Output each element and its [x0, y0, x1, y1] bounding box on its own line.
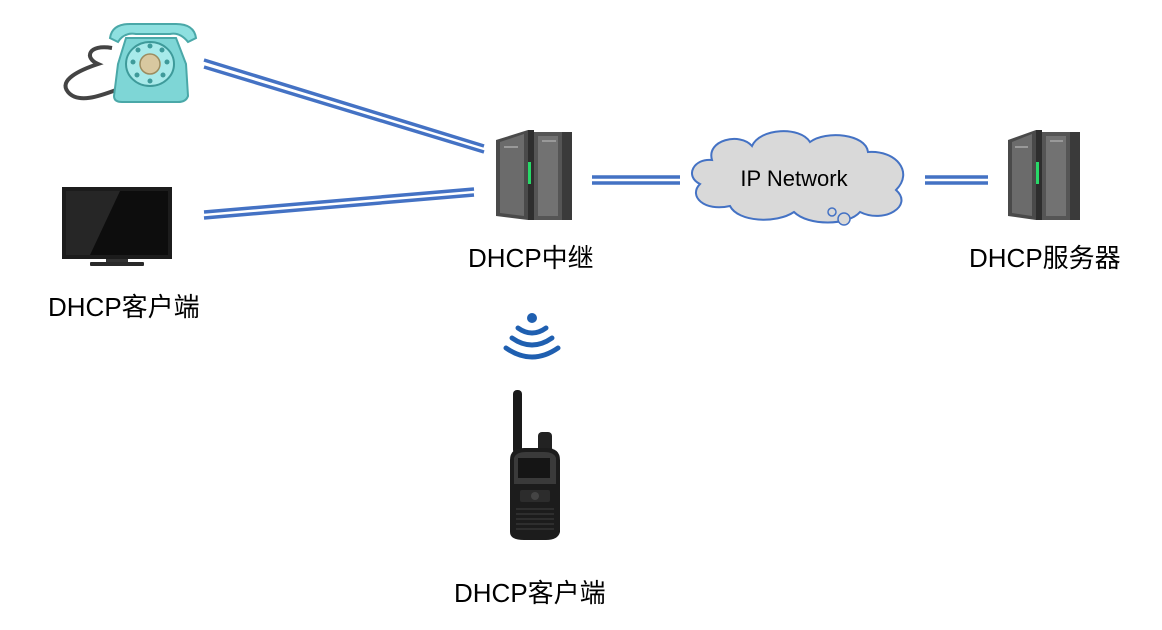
- link-network-server: [925, 175, 988, 185]
- label-dhcp-client-bottom: DHCP客户端: [454, 578, 606, 608]
- label-dhcp-server: DHCP服务器: [969, 243, 1121, 273]
- label-dhcp-relay: DHCP中继: [468, 243, 594, 273]
- label-dhcp-client-left: DHCP客户端: [48, 292, 200, 322]
- walkie-talkie-icon: [510, 390, 560, 540]
- link-phone-relay: [203, 58, 485, 154]
- link-relay-network: [592, 175, 680, 185]
- server-rack-icon: [1008, 130, 1080, 220]
- wireless-signal-icon: [503, 313, 561, 360]
- flat-tv-icon: [62, 187, 172, 266]
- cloud-icon: IP Network: [691, 130, 905, 226]
- rotary-telephone-icon: [63, 23, 198, 103]
- network-label: IP Network: [740, 166, 848, 191]
- link-tv-relay: [203, 187, 475, 220]
- server-rack-icon: [496, 130, 572, 220]
